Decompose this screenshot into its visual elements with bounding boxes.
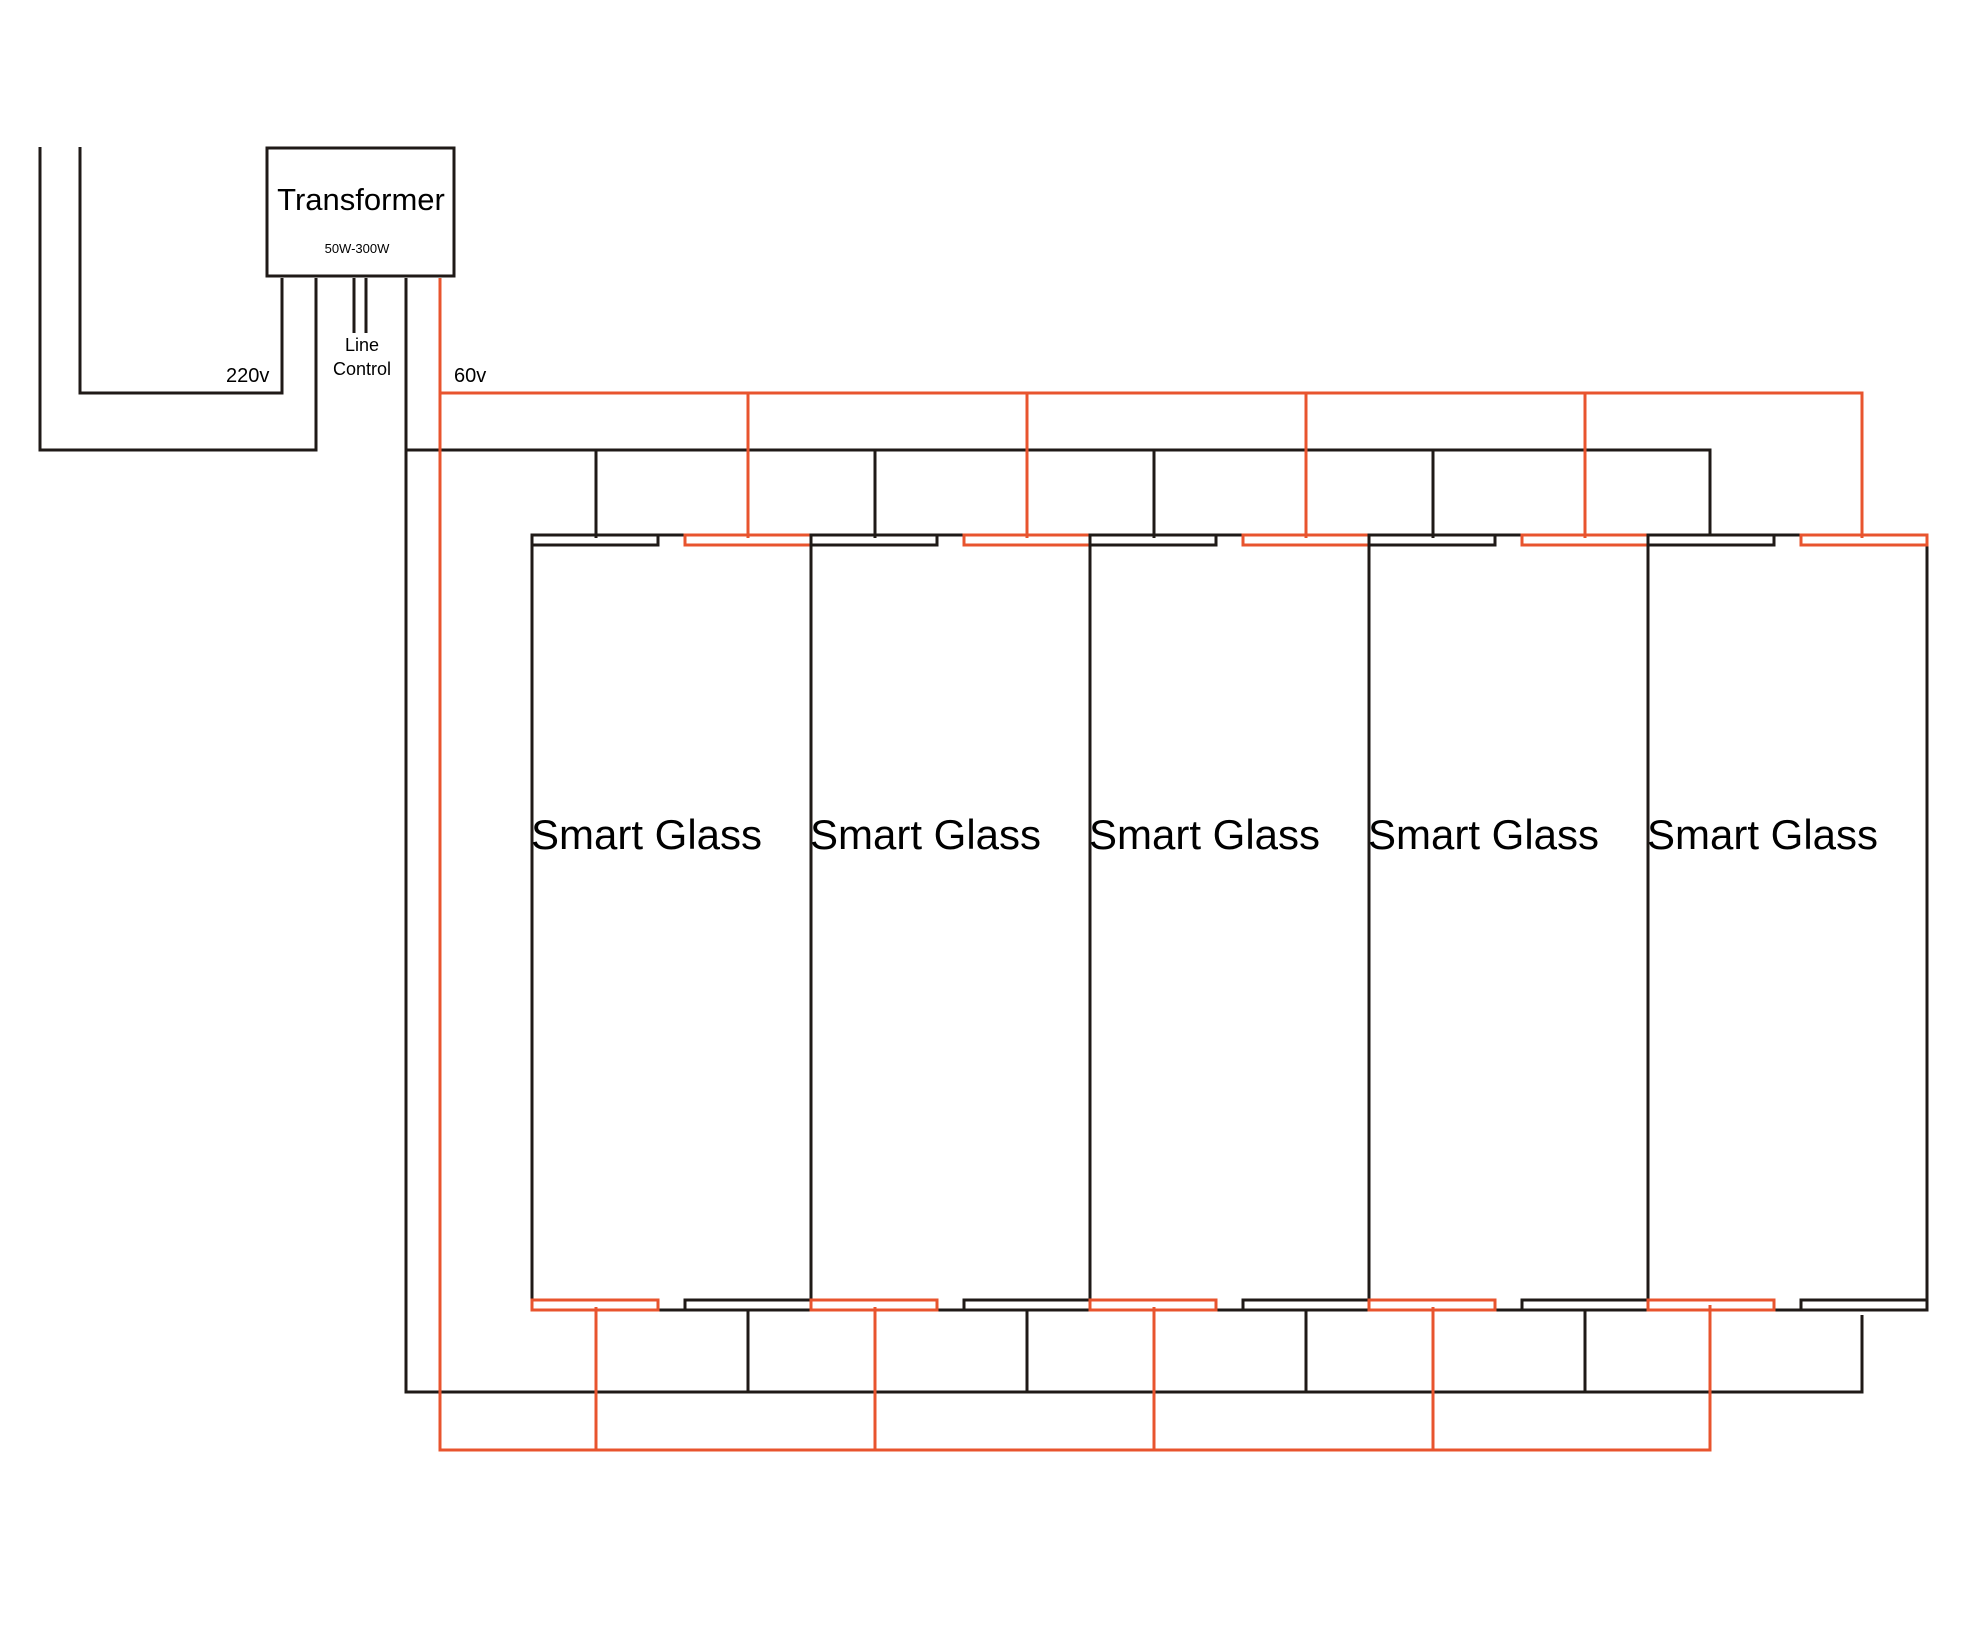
panel-top-red-terminal <box>962 533 1092 547</box>
panel-bottom-black-terminal <box>1520 1298 1650 1312</box>
line-control-label-control: Control <box>333 359 391 379</box>
transformer-rating: 50W-300W <box>325 241 391 256</box>
red-top-bus <box>440 391 1864 538</box>
black-top-drops <box>594 450 1435 538</box>
smart-glass-label: Smart Glass <box>1089 811 1320 858</box>
mains-wire-inner <box>78 147 284 395</box>
panel-top-red-terminal <box>1520 533 1650 547</box>
panel-bottom-black-terminal <box>1241 1298 1371 1312</box>
panel-top-black-terminal <box>809 533 939 547</box>
red-bottom-drops <box>594 1307 1435 1450</box>
panel-top-red-terminal <box>1241 533 1371 547</box>
panel-bottom-red-terminal <box>809 1298 939 1312</box>
panel-bottom-red-terminal <box>1646 1298 1776 1312</box>
output-voltage-label: 60v <box>454 365 486 387</box>
panel-top-red-terminal <box>683 533 813 547</box>
smart-glass-label: Smart Glass <box>810 811 1041 858</box>
panel-top-black-terminal <box>530 533 660 547</box>
panel-frame <box>530 533 813 1312</box>
smart-glass-panel: Smart Glass <box>809 533 1092 1312</box>
panel-top-black-terminal <box>1088 533 1218 547</box>
panel-bottom-red-terminal <box>530 1298 660 1312</box>
panel-bottom-red-terminal <box>1088 1298 1218 1312</box>
panel-top-black-terminal <box>1367 533 1497 547</box>
black-output-trunk <box>404 278 1864 1394</box>
red-top-drops <box>746 393 1587 538</box>
panel-top-black-terminal <box>1646 533 1776 547</box>
panel-frame <box>809 533 1092 1312</box>
smart-glass-label: Smart Glass <box>1647 811 1878 858</box>
smart-glass-panels: Smart Glass Smart Glass Smart Glass Smart G… <box>530 533 1929 1312</box>
panel-frame <box>1646 533 1929 1312</box>
transformer-box <box>265 146 456 278</box>
transformer-title: Transformer <box>277 182 445 217</box>
smart-glass-panel: Smart Glass <box>1646 533 1929 1312</box>
black-top-bus <box>406 448 1712 535</box>
smart-glass-panel: Smart Glass <box>1367 533 1650 1312</box>
black-bottom-drops <box>746 1310 1587 1392</box>
panel-bottom-red-terminal <box>1367 1298 1497 1312</box>
input-voltage-label: 220v <box>226 365 269 387</box>
panel-frame <box>1367 533 1650 1312</box>
panel-bottom-black-terminal <box>962 1298 1092 1312</box>
line-control-label-line: Line <box>345 335 379 355</box>
panel-frame <box>1088 533 1371 1312</box>
red-output-trunk <box>438 278 1712 1452</box>
panel-top-red-terminal <box>1799 533 1929 547</box>
smart-glass-panel: Smart Glass <box>530 533 813 1312</box>
panel-bottom-black-terminal <box>683 1298 813 1312</box>
panel-bottom-black-terminal <box>1799 1298 1929 1312</box>
smart-glass-label: Smart Glass <box>1368 811 1599 858</box>
mains-wire-outer <box>38 147 318 452</box>
smart-glass-panel: Smart Glass <box>1088 533 1371 1312</box>
smart-glass-label: Smart Glass <box>531 811 762 858</box>
